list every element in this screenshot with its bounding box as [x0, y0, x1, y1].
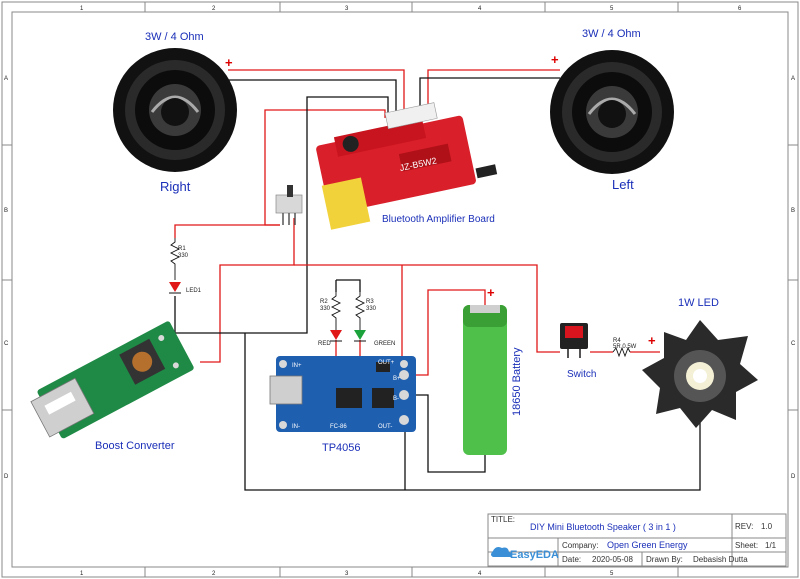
- tp4056-pin-b-plus: B+: [393, 376, 401, 382]
- col-label-5: 5: [610, 6, 614, 12]
- title-text: DIY Mini Bluetooth Speaker ( 3 in 1 ): [530, 522, 676, 532]
- row-label-d: D: [4, 474, 9, 480]
- sheet-value: 1/1: [765, 541, 777, 550]
- row-label-c: C: [4, 341, 9, 347]
- led-red-label: RED: [318, 341, 331, 347]
- sheet-label: Sheet:: [735, 541, 758, 550]
- col-label-5-bottom: 5: [610, 571, 614, 577]
- resistor-r1: [169, 238, 181, 280]
- battery-label: 18650 Battery: [511, 347, 523, 416]
- r3-name: R3: [366, 299, 374, 305]
- power-led-star: [642, 320, 758, 428]
- led1-name: LED1: [186, 288, 202, 294]
- resistor-r3: [354, 292, 366, 330]
- tp4056-pin-out-minus: OUT-: [378, 424, 392, 430]
- r4-name: R4: [613, 338, 621, 344]
- easyeda-logo-icon: [491, 547, 512, 557]
- tp4056-pin-in-plus: IN+: [292, 363, 302, 369]
- tp4056-pin-in-minus: IN-: [292, 424, 300, 430]
- speaker-right-rating: 3W / 4 Ohm: [145, 31, 204, 43]
- speaker-left-plus: +: [551, 52, 559, 67]
- company-label: Company:: [562, 541, 598, 550]
- drawn-by-value: Debasish Dutta: [693, 555, 748, 564]
- col-label-3-bottom: 3: [345, 571, 349, 577]
- power-led-plus: +: [648, 333, 656, 348]
- row-label-a-right: A: [791, 76, 795, 82]
- row-label-d-right: D: [791, 474, 796, 480]
- speaker-left-label: Left: [612, 177, 634, 192]
- col-label-2-bottom: 2: [212, 571, 216, 577]
- r2-value: 330: [320, 306, 331, 312]
- resistor-r4: [612, 346, 631, 358]
- led-red-diode: [330, 330, 342, 342]
- speaker-left: [550, 50, 674, 174]
- col-label-6: 6: [738, 6, 742, 12]
- col-label-2: 2: [212, 6, 216, 12]
- title-label: TITLE:: [491, 515, 515, 524]
- speaker-right-label: Right: [160, 179, 191, 194]
- led1-diode: [169, 282, 181, 294]
- r4-value: 5R 0.5W: [613, 344, 637, 350]
- date-label: Date:: [562, 555, 581, 564]
- col-label-4: 4: [478, 6, 482, 12]
- speaker-right: [113, 48, 237, 172]
- resistor-r2: [330, 292, 342, 330]
- power-led-label: 1W LED: [678, 297, 719, 309]
- tp4056-pin-b-minus: B-: [393, 396, 399, 402]
- slide-switch: [275, 185, 303, 225]
- col-label-3: 3: [345, 6, 349, 12]
- tp4056-board: IN+ IN- OUT+ OUT- B+ B- FC-86: [269, 356, 416, 432]
- row-label-b: B: [4, 208, 8, 214]
- led-green-diode: [354, 330, 366, 342]
- boost-converter: [30, 321, 194, 439]
- col-label-1-bottom: 1: [80, 571, 84, 577]
- tp4056-chip-text: FC-86: [330, 424, 347, 430]
- amplifier-label: Bluetooth Amplifier Board: [382, 214, 495, 225]
- switch-label: Switch: [567, 369, 596, 380]
- row-label-c-right: C: [791, 341, 796, 347]
- led-green-label: GREEN: [374, 341, 395, 347]
- easyeda-brand: EasyEDA: [510, 549, 559, 561]
- title-block: [487, 513, 787, 567]
- r3-value: 330: [366, 306, 377, 312]
- bluetooth-amplifier-board: JZ-B5W2: [316, 102, 498, 230]
- r2-name: R2: [320, 299, 328, 305]
- col-label-4-bottom: 4: [478, 571, 482, 577]
- speaker-right-plus: +: [225, 55, 233, 70]
- tp4056-pin-out-plus: OUT+: [378, 360, 395, 366]
- row-label-a: A: [4, 76, 8, 82]
- battery-plus: +: [487, 285, 495, 300]
- wires: [150, 69, 701, 491]
- speaker-left-rating: 3W / 4 Ohm: [582, 28, 641, 40]
- company-value: Open Green Energy: [607, 540, 688, 550]
- date-value: 2020-05-08: [592, 555, 633, 564]
- row-label-b-right: B: [791, 208, 795, 214]
- rev-label: REV:: [735, 522, 753, 531]
- tp4056-label: TP4056: [322, 442, 361, 454]
- rocker-switch: [560, 323, 588, 358]
- r1-name: R1: [178, 246, 186, 252]
- battery-18650: [463, 305, 507, 455]
- rev-value: 1.0: [761, 522, 773, 531]
- boost-converter-label: Boost Converter: [95, 440, 175, 452]
- r1-value: 330: [178, 253, 189, 259]
- col-label-1: 1: [80, 6, 84, 12]
- drawn-by-label: Drawn By:: [646, 555, 683, 564]
